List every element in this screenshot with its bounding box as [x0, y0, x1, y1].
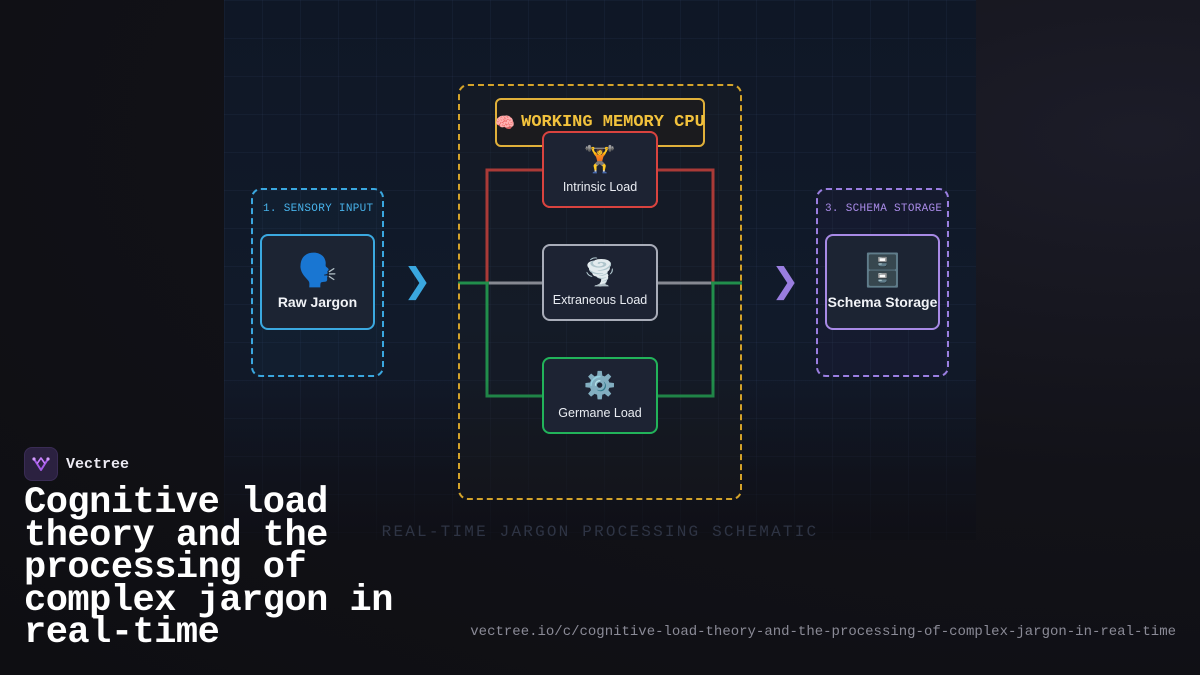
raw-jargon-label: Raw Jargon — [277, 294, 358, 310]
intrinsic-load-node-overlay: 🏋️ Intrinsic Load — [542, 131, 658, 208]
schema-zone-label: 3. SCHEMA STORAGE — [825, 203, 943, 215]
file-cabinet-icon: 🗄️ — [862, 252, 903, 288]
vectree-logo-icon — [24, 447, 58, 481]
germane-load-label: Germane Load — [558, 405, 642, 420]
brain-icon: 🧠 — [495, 115, 516, 133]
chevron-right-icon: ❯ — [771, 261, 800, 301]
working-memory-title-text: WORKING MEMORY CPU — [521, 113, 705, 132]
page-url[interactable]: vectree.io/c/cognitive-load-theory-and-t… — [470, 624, 1176, 640]
intrinsic-load-label: Intrinsic Load — [562, 179, 638, 194]
extraneous-load-node[interactable]: 🌪️ Extraneous Load — [542, 244, 658, 321]
page-headline: Cognitive load theory and the processing… — [24, 482, 393, 654]
schema-storage-node[interactable]: 🗄️ Schema Storage — [825, 234, 940, 330]
schematic-caption: REAL-TIME JARGON PROCESSING SCHEMATIC — [381, 523, 819, 541]
sensory-zone-label: 1. SENSORY INPUT — [263, 203, 374, 215]
weightlifter-icon: 🏋️ — [583, 143, 617, 174]
tornado-icon: 🌪️ — [583, 256, 617, 287]
extraneous-load-label: Extraneous Load — [552, 292, 648, 307]
raw-jargon-node[interactable]: 🗣️ Raw Jargon — [260, 234, 375, 330]
schema-storage-label: Schema Storage — [827, 294, 938, 310]
brand-name: Vectree — [66, 455, 130, 473]
speaking-head-icon: 🗣️ — [297, 252, 338, 288]
brand[interactable]: Vectree — [24, 447, 129, 481]
germane-load-node[interactable]: ⚙️ Germane Load — [542, 357, 658, 434]
chevron-right-icon: ❯ — [403, 261, 432, 301]
gear-icon: ⚙️ — [583, 369, 617, 400]
